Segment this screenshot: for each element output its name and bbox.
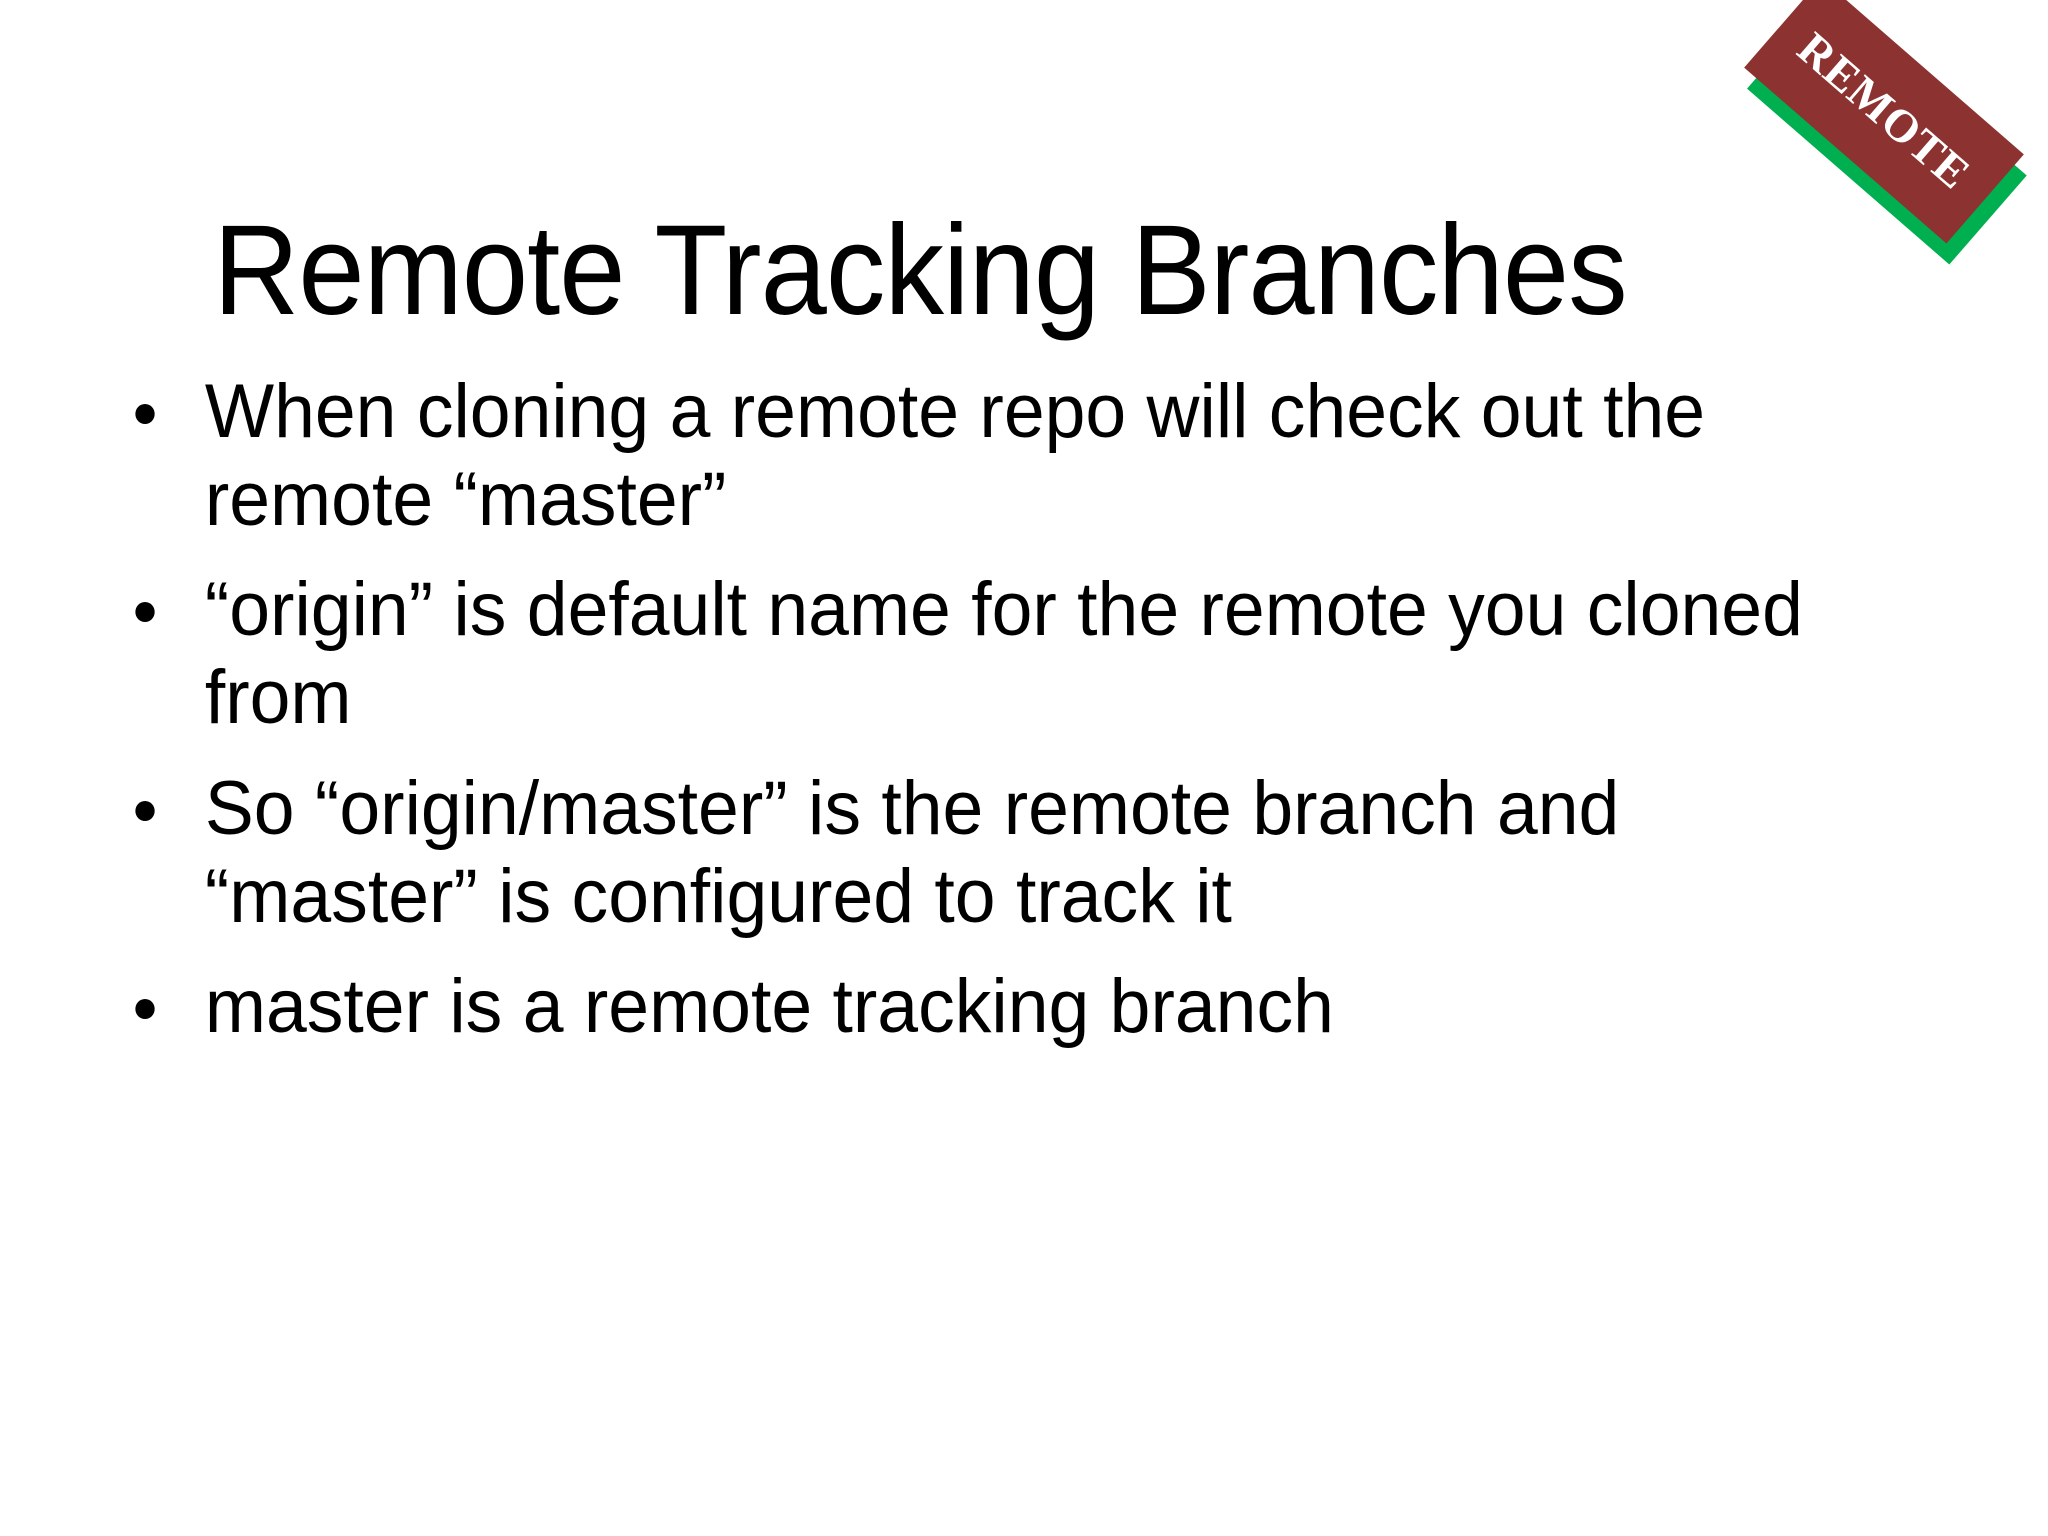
list-item-label: “origin” is default name for the remote …	[204, 567, 1803, 741]
bullet-list: When cloning a remote repo will check ou…	[118, 368, 1878, 1073]
bullet-dot-icon	[135, 404, 155, 424]
badge-backing-shape	[1747, 0, 2027, 265]
bullet-dot-icon	[135, 602, 155, 623]
badge-label: REMOTE	[1788, 22, 1981, 199]
list-item: master is a remote tracking branch	[118, 963, 1816, 1051]
list-item: “origin” is default name for the remote …	[118, 566, 1816, 742]
list-item-label: So “origin/master” is the remote branch …	[204, 765, 1620, 939]
badge-front-shape: REMOTE	[1744, 0, 2024, 244]
list-item-label: When cloning a remote repo will check ou…	[204, 369, 1706, 543]
list-item: When cloning a remote repo will check ou…	[118, 368, 1816, 544]
bullet-dot-icon	[135, 800, 155, 821]
list-item-label: master is a remote tracking branch	[204, 963, 1334, 1049]
remote-badge: REMOTE	[1732, 0, 2048, 265]
bullet-dot-icon	[135, 998, 155, 1019]
page-title: Remote Tracking Branches	[213, 198, 1627, 342]
list-item: So “origin/master” is the remote branch …	[118, 765, 1816, 941]
